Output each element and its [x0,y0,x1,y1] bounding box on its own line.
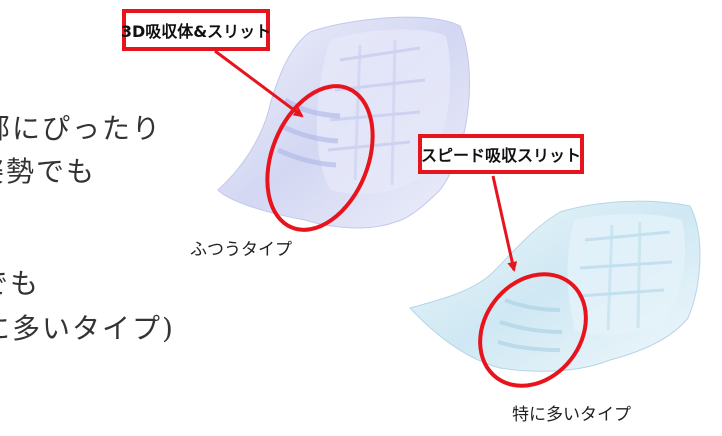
body-text-line-4: に多いタイプ) [0,312,175,345]
body-text-line-1: 部にぴったり [0,112,163,145]
caption-extra-type: 特に多いタイプ [512,405,631,425]
callout-speed-slit: スピード吸収スリット [418,134,584,174]
highlight-ellipse-normal [265,84,375,232]
body-text-line-2: 姿勢でも [0,155,97,188]
highlight-ellipse-extra [478,272,588,388]
callout-3d-absorber: 3D吸収体&スリット [121,9,271,51]
arrow-to-extra [491,175,518,272]
arrow-to-normal [214,49,304,118]
body-text-line-3: でも [0,267,41,300]
caption-normal-type: ふつうタイプ [190,240,292,260]
pad-normal-image [217,16,471,229]
pad-extra-image [409,200,701,372]
